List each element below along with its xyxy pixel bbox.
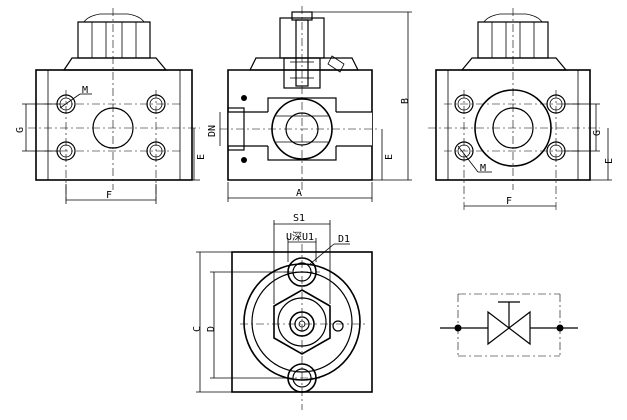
plan-hex (273, 289, 331, 355)
label-D: D (206, 326, 217, 332)
label-C: C (192, 326, 203, 332)
plan-pin (332, 320, 344, 332)
label-G-left: G (15, 127, 26, 133)
plan-view: S1 U深U1 D1 C D (192, 213, 373, 410)
seal-top (241, 95, 247, 101)
label-M-right: M (480, 163, 486, 174)
left-bolt-holes (56, 94, 166, 161)
label-D1: D1 (338, 234, 350, 245)
left-flange (62, 57, 168, 71)
left-body (35, 69, 193, 181)
label-G-right: G (592, 130, 603, 136)
right-view: M G E F (428, 8, 615, 210)
label-S1: S1 (293, 213, 305, 224)
left-view: M G E F (15, 8, 207, 204)
label-B: B (400, 98, 411, 104)
ball-valve-symbol (440, 293, 578, 357)
right-bolt-holes (454, 94, 566, 161)
label-E-center: E (384, 154, 395, 160)
label-M-left: M (82, 85, 88, 96)
left-hex-cap (77, 21, 151, 59)
label-A: A (296, 188, 302, 199)
label-F-right: F (506, 196, 512, 207)
label-DN: DN (207, 125, 218, 137)
seal-bottom (241, 157, 247, 163)
label-F-left: F (106, 190, 112, 201)
label-U-U1: U深U1 (286, 231, 314, 243)
label-E-left: E (196, 154, 207, 160)
valve-triangles (487, 310, 531, 346)
label-E-right: E (604, 158, 615, 164)
section-view: DN E B A (207, 6, 412, 202)
